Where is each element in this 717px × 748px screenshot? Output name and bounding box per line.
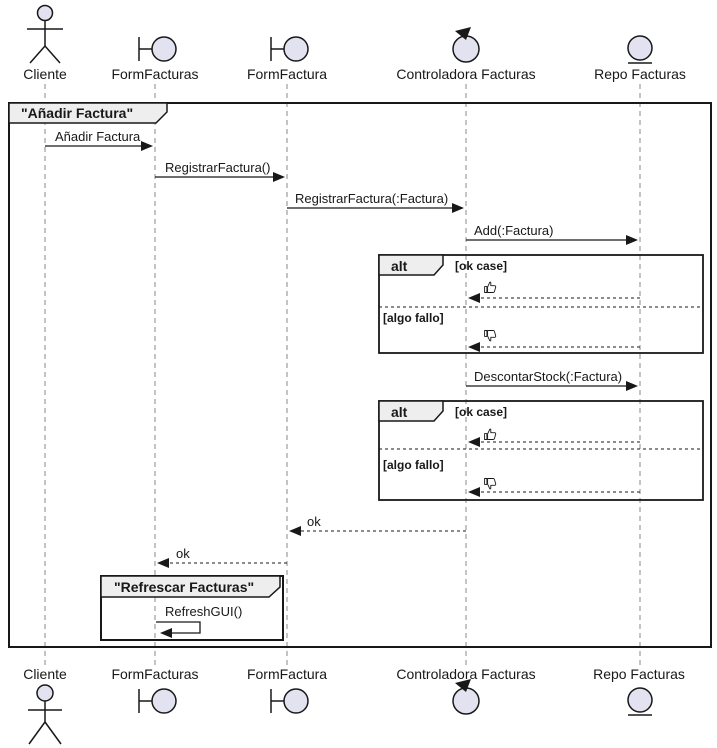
- alt-fragment-1: [378, 254, 704, 354]
- alt-fragment-1-header: [378, 254, 444, 276]
- alt-guard-ok: [ok case]: [455, 405, 507, 419]
- participant-label-repo-bottom: Repo Facturas: [593, 666, 685, 682]
- alt-operator: alt: [391, 404, 408, 420]
- participant-label-formfactura-bottom: FormFactura: [247, 666, 327, 682]
- control-icon: [452, 679, 480, 715]
- participant-label-repo-top: Repo Facturas: [594, 66, 686, 82]
- return-label-ok: ok: [176, 546, 190, 561]
- participant-label-cliente-top: Cliente: [23, 66, 67, 82]
- actor-icon: [27, 4, 63, 64]
- message-label: Add(:Factura): [474, 223, 553, 238]
- thumbs-down-icon: [484, 478, 497, 490]
- message-label: Añadir Factura: [55, 129, 141, 144]
- alt-fragment-2-header: [378, 400, 444, 422]
- boundary-icon: [270, 688, 309, 714]
- return-label-ok: ok: [307, 514, 321, 529]
- participant-label-controladora-top: Controladora Facturas: [396, 66, 535, 82]
- participant-label-formfacturas-bottom: FormFacturas: [111, 666, 198, 682]
- refresh-frame-title: "Refrescar Facturas": [114, 579, 254, 595]
- participant-label-formfacturas-top: FormFacturas: [111, 66, 198, 82]
- actor-icon: [28, 684, 62, 745]
- thumbs-down-icon: [484, 330, 497, 342]
- alt-guard-ok: [ok case]: [455, 259, 507, 273]
- entity-icon: [627, 687, 653, 716]
- boundary-icon: [138, 688, 177, 714]
- message-label: DescontarStock(:Factura): [474, 369, 622, 384]
- alt-fragment-2: [378, 400, 704, 501]
- boundary-icon: [138, 36, 177, 62]
- control-icon: [452, 27, 480, 63]
- participant-label-controladora-bottom: Controladora Facturas: [396, 666, 535, 682]
- boundary-icon: [270, 36, 309, 62]
- refresh-frame-header: [100, 575, 281, 598]
- alt-guard-fail: [algo fallo]: [383, 311, 444, 325]
- alt-operator: alt: [391, 258, 408, 274]
- thumbs-up-icon: [484, 281, 497, 293]
- participant-label-formfactura-top: FormFactura: [247, 66, 327, 82]
- message-label: RegistrarFactura(:Factura): [295, 191, 448, 206]
- self-message-arrow-refreshgui: [156, 621, 201, 638]
- main-frame-title: "Añadir Factura": [21, 105, 133, 121]
- thumbs-up-icon: [484, 428, 497, 440]
- main-frame-header: [8, 102, 168, 124]
- message-label: RefreshGUI(): [165, 604, 242, 619]
- alt-guard-fail: [algo fallo]: [383, 458, 444, 472]
- message-label: RegistrarFactura(): [165, 160, 270, 175]
- entity-icon: [627, 35, 653, 64]
- main-frame-border: [8, 102, 712, 648]
- participant-label-cliente-bottom: Cliente: [23, 666, 67, 682]
